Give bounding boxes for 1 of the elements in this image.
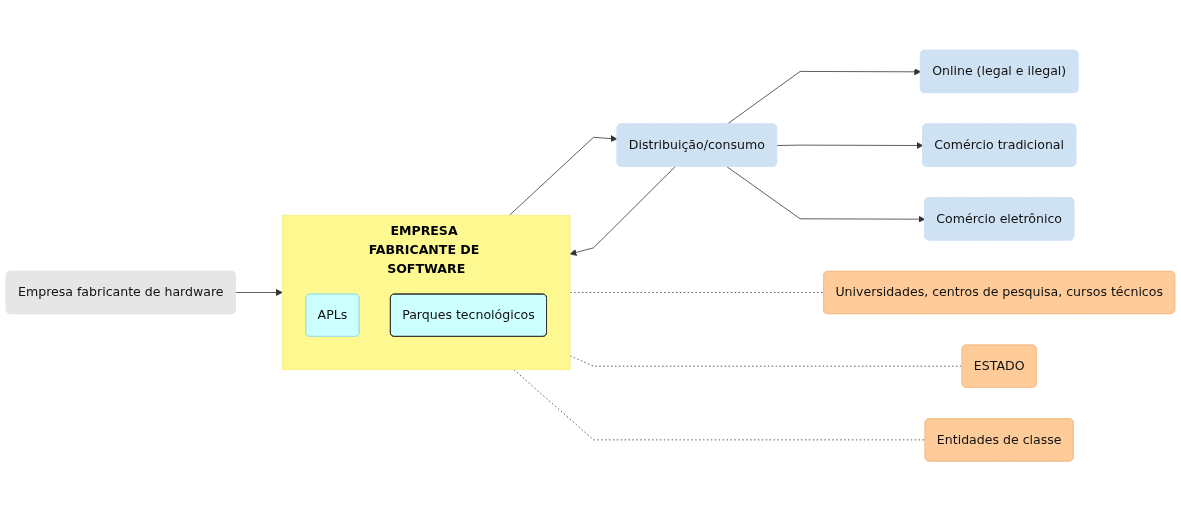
connector [513,369,926,441]
